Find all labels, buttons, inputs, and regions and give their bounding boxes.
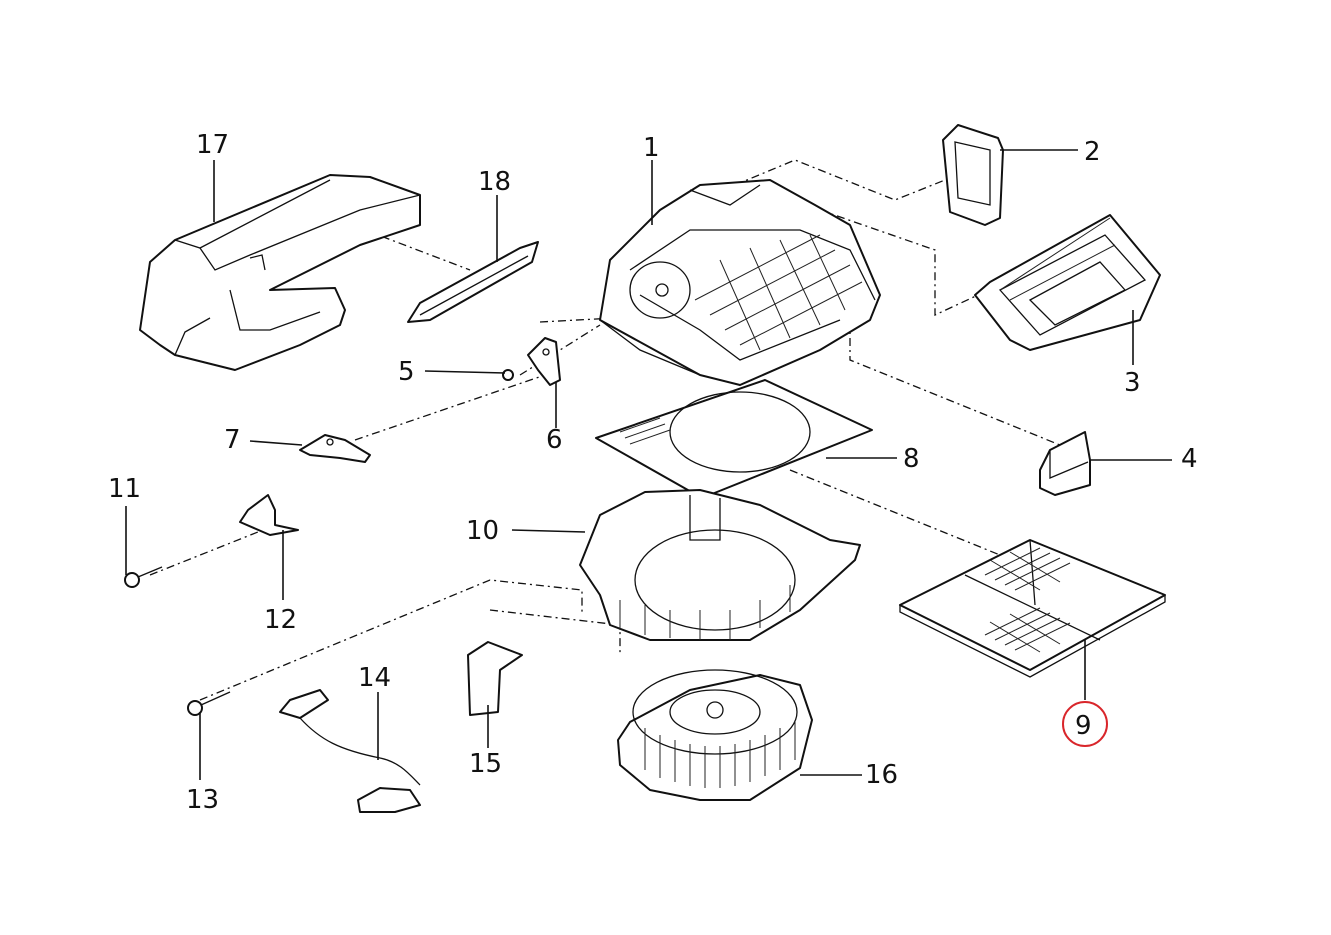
callout-9-highlight-circle [1062, 701, 1108, 747]
part-15-bracket [467, 641, 523, 716]
part-17-duct [139, 174, 421, 371]
callout-13: 13 [186, 785, 219, 815]
callout-7: 7 [224, 425, 241, 455]
part-3-cover [974, 214, 1161, 351]
part-1-upper-case [599, 179, 881, 386]
part-18-seal-strip [407, 241, 539, 323]
callout-labels: 1 2 3 4 5 6 7 8 9 10 11 12 13 14 15 16 1… [108, 130, 1198, 815]
callout-4: 4 [1181, 444, 1198, 474]
part-10-blower-housing [579, 489, 861, 641]
part-2-ring-seal [942, 124, 1004, 226]
part-16-blower-motor [617, 669, 813, 801]
part-14-harness [279, 689, 421, 813]
callout-9: 9 [1075, 711, 1092, 741]
callout-8: 8 [903, 444, 920, 474]
callout-1: 1 [643, 133, 660, 163]
callout-12: 12 [264, 605, 297, 635]
callout-6: 6 [546, 425, 563, 455]
part-4-clip [1039, 431, 1091, 496]
callout-15: 15 [469, 749, 502, 779]
callout-14: 14 [358, 663, 391, 693]
part-7-bracket [299, 434, 371, 463]
callout-5: 5 [398, 357, 415, 387]
callout-2: 2 [1084, 137, 1101, 167]
part-12-clamp [239, 494, 299, 536]
callout-10: 10 [466, 516, 499, 546]
leader-lines [125, 149, 1172, 780]
callout-16: 16 [865, 760, 898, 790]
part-6-bracket [527, 337, 561, 386]
part-13-screw [187, 691, 231, 716]
callout-17: 17 [196, 130, 229, 160]
callout-18: 18 [478, 167, 511, 197]
part-11-screw [124, 566, 163, 588]
assembly-lines [149, 159, 1061, 701]
part-5-screw [502, 369, 514, 381]
part-8-gasket-plate [595, 379, 873, 499]
part-9-cabin-filter [899, 539, 1166, 678]
callout-3: 3 [1124, 368, 1141, 398]
callout-11: 11 [108, 474, 141, 504]
